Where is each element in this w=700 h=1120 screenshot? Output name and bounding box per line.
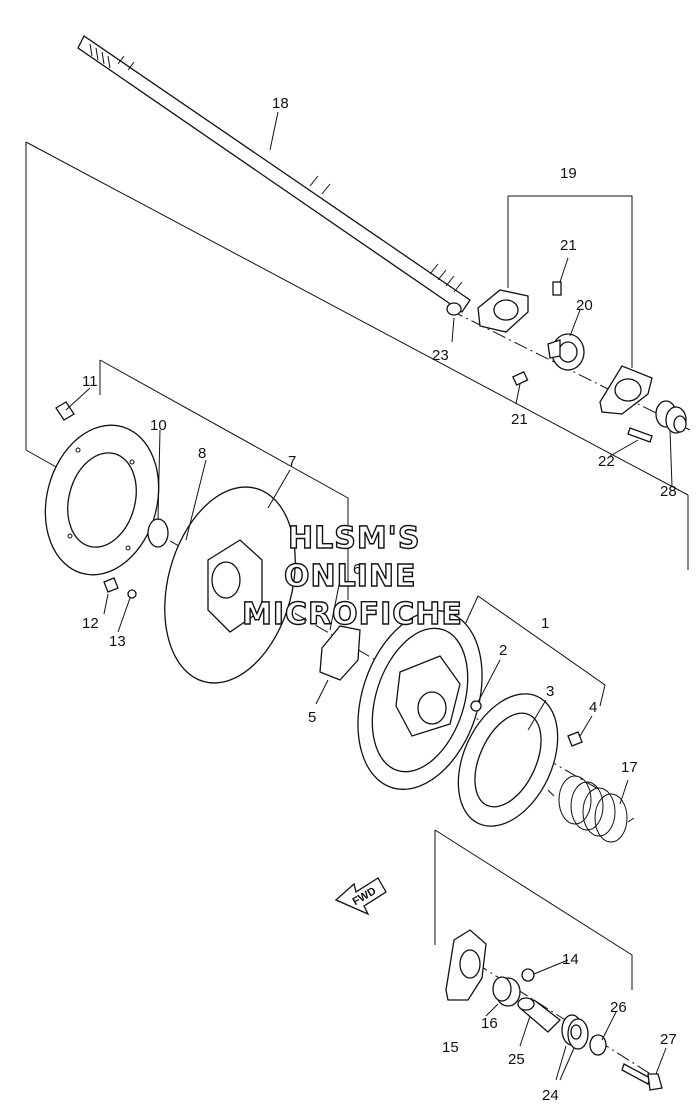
lower-cam-bracket (445, 929, 487, 1001)
watermark-line-1: HLSM'S (288, 521, 420, 556)
drive-shaft (77, 35, 471, 313)
callout-25: 25 (508, 1051, 525, 1068)
bearing-housing-left (477, 289, 529, 333)
screw-12 (103, 577, 119, 593)
callout-15: 15 (442, 1039, 459, 1056)
callout-10: 10 (150, 417, 167, 434)
watermark: HLSM'S ONLINE MICROFICHE (241, 520, 463, 632)
callout-28: 28 (660, 483, 677, 500)
callout-4: 4 (589, 699, 597, 716)
bearing (547, 333, 585, 371)
bolt-22 (627, 427, 653, 443)
callout-27: 27 (660, 1031, 677, 1048)
callout-8: 8 (198, 445, 206, 462)
bolt-11 (55, 401, 75, 421)
callout-21-upper: 21 (560, 237, 577, 254)
callout-17: 17 (621, 759, 638, 776)
set-screw-lower (512, 370, 529, 386)
bolt-4 (567, 731, 583, 747)
callout-7: 7 (288, 453, 296, 470)
fixed-sheave (164, 486, 296, 684)
watermark-line-3: MICROFICHE (242, 597, 463, 632)
cover-plate (44, 424, 160, 576)
callout-13: 13 (109, 633, 126, 650)
callout-26: 26 (610, 999, 627, 1016)
callout-20: 20 (576, 297, 593, 314)
callout-21-lower: 21 (511, 411, 528, 428)
washer-13 (127, 589, 137, 599)
fwd-arrow: FWD (334, 877, 387, 916)
callout-19: 19 (560, 165, 577, 182)
assembly-outline (25, 141, 689, 570)
spring (547, 775, 635, 843)
callout-14: 14 (562, 951, 579, 968)
roller-24 (561, 1014, 589, 1050)
callout-1: 1 (541, 615, 549, 632)
bushing-16 (492, 976, 521, 1007)
sheave-plate (457, 693, 559, 827)
washer-26 (589, 1034, 607, 1056)
callout-23: 23 (432, 347, 449, 364)
washer-stack (655, 400, 687, 434)
gasket (319, 625, 361, 681)
callout-24: 24 (542, 1087, 559, 1104)
bolt-27 (621, 1063, 663, 1091)
bearing-housing-right (599, 365, 653, 415)
spacer (147, 518, 169, 548)
nut-14 (521, 968, 535, 982)
callout-5: 5 (308, 709, 316, 726)
callouts: 1 2 3 4 5 6 7 8 10 11 12 13 14 15 16 17 … (82, 95, 677, 1104)
bolt-2 (470, 700, 482, 712)
set-screw-upper (552, 281, 562, 296)
callout-16: 16 (481, 1015, 498, 1032)
callout-18: 18 (272, 95, 289, 112)
callout-12: 12 (82, 615, 99, 632)
callout-3: 3 (546, 683, 554, 700)
watermark-line-2: ONLINE (284, 559, 417, 594)
callout-6: 6 (353, 561, 361, 578)
callout-11: 11 (82, 373, 98, 390)
nut (446, 302, 462, 316)
leader-lines (65, 111, 673, 1081)
movable-sheave (357, 610, 483, 790)
callout-2: 2 (499, 642, 507, 659)
callout-22: 22 (598, 453, 615, 470)
collar-25 (517, 997, 561, 1033)
